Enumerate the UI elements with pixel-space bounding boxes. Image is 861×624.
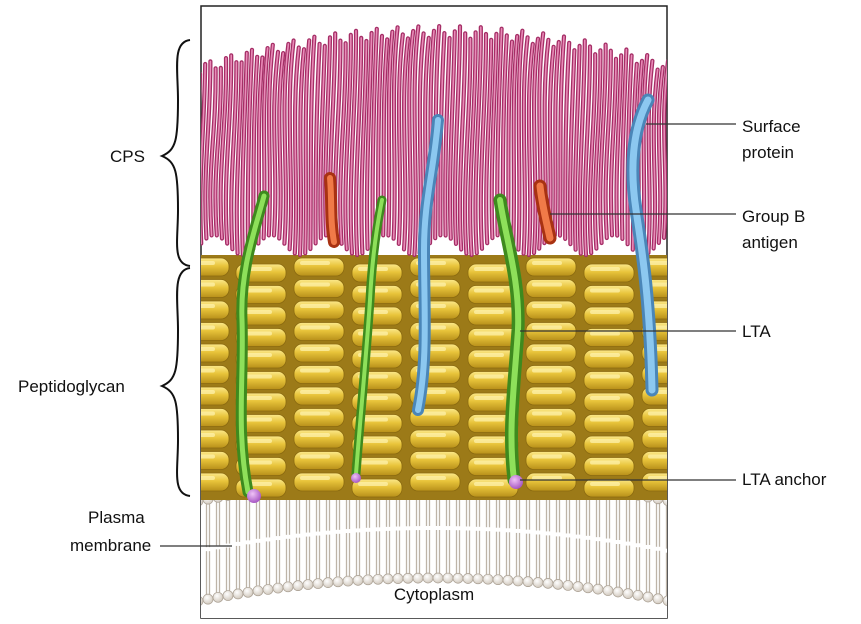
cps-label: CPS [110,147,145,166]
plasma-membrane-label-line2: membrane [70,536,151,555]
peptidoglycan-brace [162,268,190,496]
lta-anchor-label: LTA anchor [742,470,827,489]
lta-anchor-left [247,489,261,503]
lta-label: LTA [742,322,771,341]
surface-protein-label-line2: protein [742,143,794,162]
peptidoglycan-layer [179,255,692,500]
group-b-label-line2: antigen [742,233,798,252]
group-b-label-line1: Group B [742,207,805,226]
surface-protein-label-line1: Surface [742,117,801,136]
lta-anchor-middle [351,473,361,483]
cps-brace [162,40,190,266]
plasma-membrane-label-line1: Plasma [88,508,145,527]
peptidoglycan-label: Peptidoglycan [18,377,125,396]
lta-anchor-right [509,475,523,489]
cytoplasm-label: Cytoplasm [394,585,474,604]
